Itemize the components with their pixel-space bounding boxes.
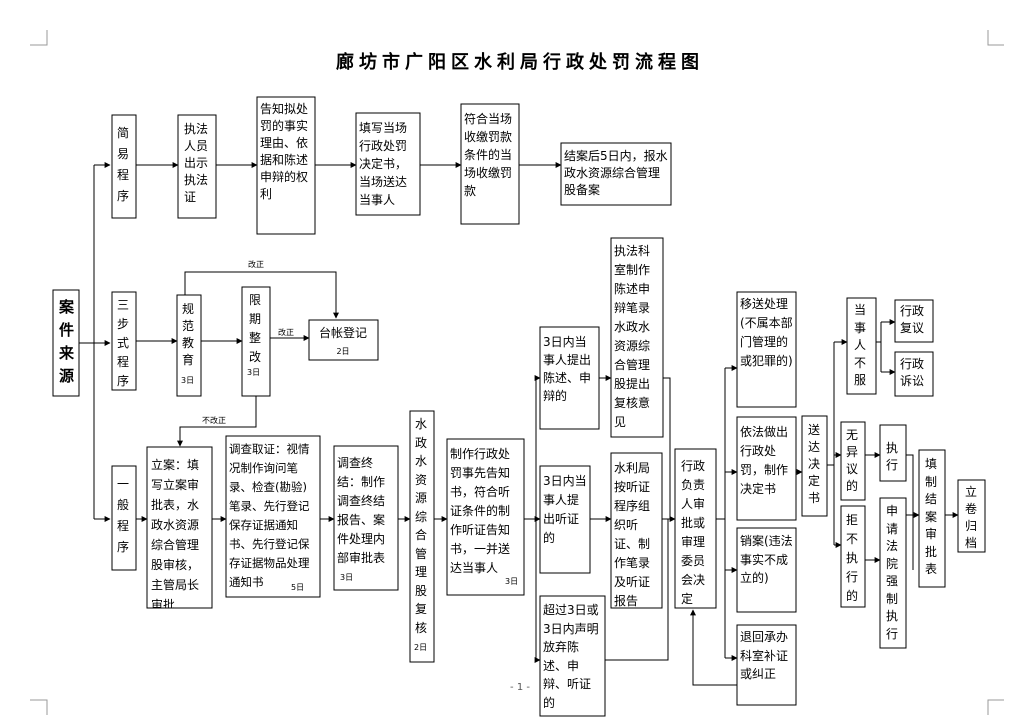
node-three-step: 三步式程序 [111,291,137,391]
three-step-label: 三步式程序 [117,298,130,388]
court-enforce-label: 申请法院强制执行 [886,504,899,641]
law-room-label: 执法科室制作陈述申辩笔录水政水资源综合管理股提出复核意见 [614,244,651,429]
node-hearing-3d: 3日内当事人提出听证的 [539,465,591,574]
state-3d-label: 3日内当事人提出陈述、申辩的 [543,335,592,403]
return-correct-label: 退回承办科室补证或纠正 [740,630,789,681]
ledger-label: 台帐登记 [319,325,367,340]
node-simple-collect: 符合当场收缴罚款条件的当场收缴罚款 [460,103,520,225]
node-admin-suit: 行政诉讼 [894,351,934,397]
node-simple-show-id: 执法人员出示执法证 [177,114,217,219]
archive-label: 立卷归档 [965,485,978,550]
node-revoke: 销案(违法事实不成立的) [736,527,797,613]
node-review: 水政水资源综合管理股复核 [409,410,435,663]
node-penalty-decision: 依法做出行政处罚，制作决定书 [736,416,797,521]
node-give-up: 超过3日或3日内声明放弃陈述、申辩、听证的 [539,595,606,717]
filing-label: 立案：填写立案审批表，水政水资源综合管理股审核，主管局长审批 [151,458,200,608]
hearing-3d-label: 3日内当事人提出听证的 [543,474,587,545]
node-state-3d: 3日内当事人提出陈述、申辩的 [539,326,600,430]
simple-decision-label: 填写当场行政处罚决定书，当场送达当事人 [359,121,408,207]
inv-end-label: 调查终结：制作调查终结报告、案件处理内部审批表 [337,456,386,565]
node-investigate: 调查取证：视情况制作询问笔录、检查(勘验)笔录、先行登记保存证据通知书、先行登记… [225,435,321,598]
node-deadline-fix: 限期整改 [241,286,271,397]
edge-label-corrected-top: 改正 [248,259,264,269]
admin-suit-label: 行政诉讼 [900,357,925,388]
edu-duration: 3日 [181,376,194,385]
investigate-duration: 5日 [291,583,304,592]
edge-label-corrected-mid: 改正 [278,327,294,337]
node-refuse: 拒不执行的 [840,505,866,608]
refuse-label: 拒不执行的 [846,513,859,603]
simple-show-id-label: 执法人员出示执法证 [184,122,209,204]
execute-label: 执行 [886,441,899,472]
hearing-org-label: 水利局按听证程序组织听证、制作笔录及听证报告 [614,461,651,608]
edges [79,162,959,690]
node-simple: 简易程序 [111,114,137,219]
node-regulate-edu: 规范教育 [176,294,202,397]
node-serve: 送达决定书 [801,415,828,517]
head-decide-label: 行政负责人审批或审理委员会决定 [681,459,706,606]
page-number: - 1 - [510,682,530,693]
dissatisfied-label: 当事人不服 [854,303,867,387]
simple-collect-label: 符合当场收缴罚款条件的当场收缴罚款 [464,112,513,198]
edge-label-not-corrected: 不改正 [202,415,226,425]
node-hearing-org: 水利局按听证程序组织听证、制作笔录及听证报告 [610,452,663,609]
serve-label: 送达决定书 [808,423,821,505]
node-execute: 执行 [879,424,907,482]
simple-notify-label: 告知拟处罚的事实理由、依据和陈述申辩的权利 [260,102,309,201]
node-pre-notice: 制作行政处罚事先告知书，符合听证条件的制作听证告知书，一并送达当事人 [446,438,525,596]
node-transfer: 移送处理(不属本部门管理的或犯罪的) [736,291,797,408]
node-court-enforce: 申请法院强制执行 [879,497,907,649]
node-general: 一般程序 [111,465,137,571]
node-law-room: 执法科室制作陈述申辩笔录水政水资源综合管理股提出复核意见 [610,237,664,438]
node-admin-reconsider: 行政复议 [894,299,934,343]
transfer-label: 移送处理(不属本部门管理的或犯罪的) [740,297,793,368]
node-simple-decision: 填写当场行政处罚决定书，当场送达当事人 [355,112,421,216]
node-filing: 立案：填写立案审批表，水政水资源综合管理股审核，主管局长审批 [146,446,213,609]
general-label: 一般程序 [117,477,130,554]
pre-notice-duration: 3日 [505,577,518,586]
revoke-label: 销案(违法事实不成立的) [740,534,793,585]
simple-label: 简易程序 [117,126,130,203]
fix-duration: 3日 [247,368,260,377]
node-close-approval: 填制结案审批表 [918,449,946,588]
node-return-correct: 退回承办科室补证或纠正 [736,624,797,706]
node-dissatisfied: 当事人不服 [846,297,877,395]
page-title: 廊坊市广阳区水利局行政处罚流程图 [336,51,704,73]
inv-end-duration: 3日 [340,573,353,582]
node-ledger: 台帐登记 2日 [308,319,379,361]
node-archive: 立卷归档 [957,479,986,553]
no-objection-label: 无异议的 [846,428,859,493]
admin-reconsider-label: 行政复议 [900,304,925,335]
close-approval-label: 填制结案审批表 [925,457,938,576]
crop-marks [30,30,1004,715]
node-simple-notify: 告知拟处罚的事实理由、依据和陈述申辩的权利 [256,96,316,235]
pre-notice-label: 制作行政处罚事先告知书，符合听证条件的制作听证告知书，一并送达当事人 [450,447,511,575]
deadline-fix-label: 限期整改 [249,293,262,364]
node-no-objection: 无异议的 [840,421,866,501]
ledger-duration: 2日 [336,347,349,356]
penalty-decision-label: 依法做出行政处罚，制作决定书 [740,425,789,496]
node-simple-report: 结案后5日内，报水政水资源综合管理股备案 [560,142,672,206]
simple-report-label: 结案后5日内，报水政水资源综合管理股备案 [564,149,668,197]
regulate-edu-label: 规范教育 [182,302,195,367]
review-label: 水政水资源综合管理股复核 [415,417,428,635]
source-label: 案件来源 [59,298,75,385]
investigate-label: 调查取证：视情况制作询问笔录、检查(勘验)笔录、先行登记保存证据通知书、先行登记… [229,442,310,589]
node-source: 案件来源 [52,289,80,397]
node-inv-end: 调查终结：制作调查终结报告、案件处理内部审批表 [333,445,399,591]
node-head-decide: 行政负责人审批或审理委员会决定 [674,448,717,609]
give-up-label: 超过3日或3日内声明放弃陈述、申辩、听证的 [543,603,599,710]
review-duration: 2日 [414,643,427,652]
